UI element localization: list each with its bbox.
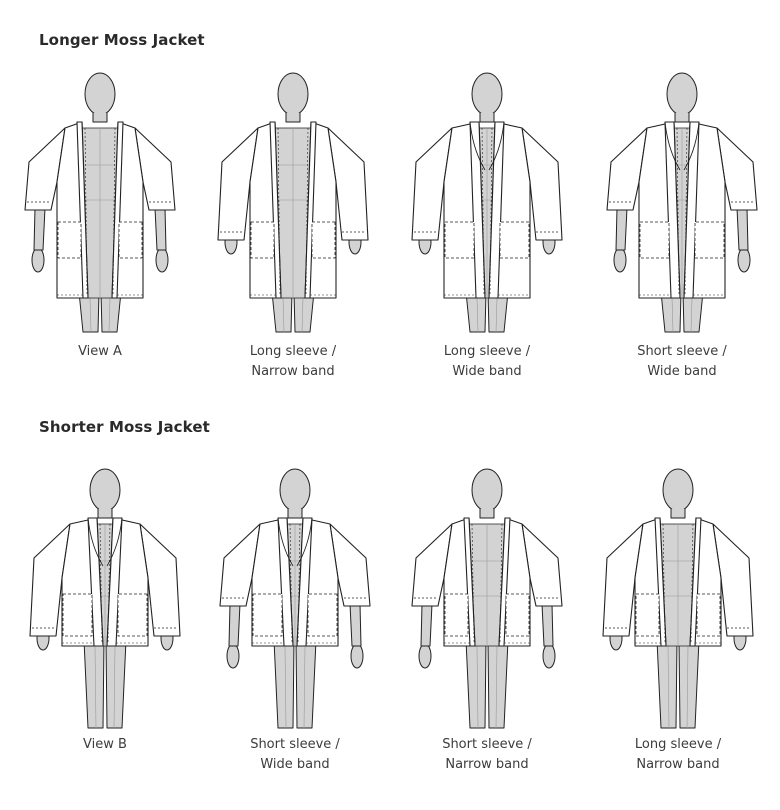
shorter-jacket-long-narrow-icon [602,468,754,729]
longer-jacket-view-a-icon [24,72,176,333]
caption-short-sleeve-narrow-band-b: Short sleeve /Narrow band [442,737,532,772]
jacket-figure-long-wide [392,70,582,335]
jacket-figure-short-narrow-b [392,466,582,731]
jacket-figure-view-b [10,466,200,731]
caption-short-sleeve-wide-band: Short sleeve /Wide band [637,344,727,379]
longer-jacket-short-wide-icon [606,72,758,333]
caption-view-a: View A [78,344,122,359]
caption-long-sleeve-narrow-band: Long sleeve /Narrow band [249,344,337,379]
longer-jacket-long-narrow-icon [217,72,369,333]
shorter-jacket-short-wide-icon [219,468,371,729]
caption-short-sleeve-wide-band-b: Short sleeve /Wide band [250,737,340,772]
caption-long-sleeve-narrow-band-b: Long sleeve /Narrow band [634,737,722,772]
jacket-figure-short-wide-b [200,466,390,731]
jacket-figure-long-narrow-b [583,466,773,731]
shorter-jacket-view-b-icon [29,468,181,729]
longer-jacket-long-wide-icon [411,72,563,333]
jacket-figure-long-narrow [198,70,388,335]
caption-long-sleeve-wide-band: Long sleeve /Wide band [443,344,531,379]
caption-view-b: View B [83,737,127,752]
jacket-figure-view-a [5,70,195,335]
section-title-shorter: Shorter Moss Jacket [39,418,210,436]
jacket-figure-short-wide [587,70,777,335]
shorter-jacket-short-narrow-icon [411,468,563,729]
section-title-longer: Longer Moss Jacket [39,31,205,49]
